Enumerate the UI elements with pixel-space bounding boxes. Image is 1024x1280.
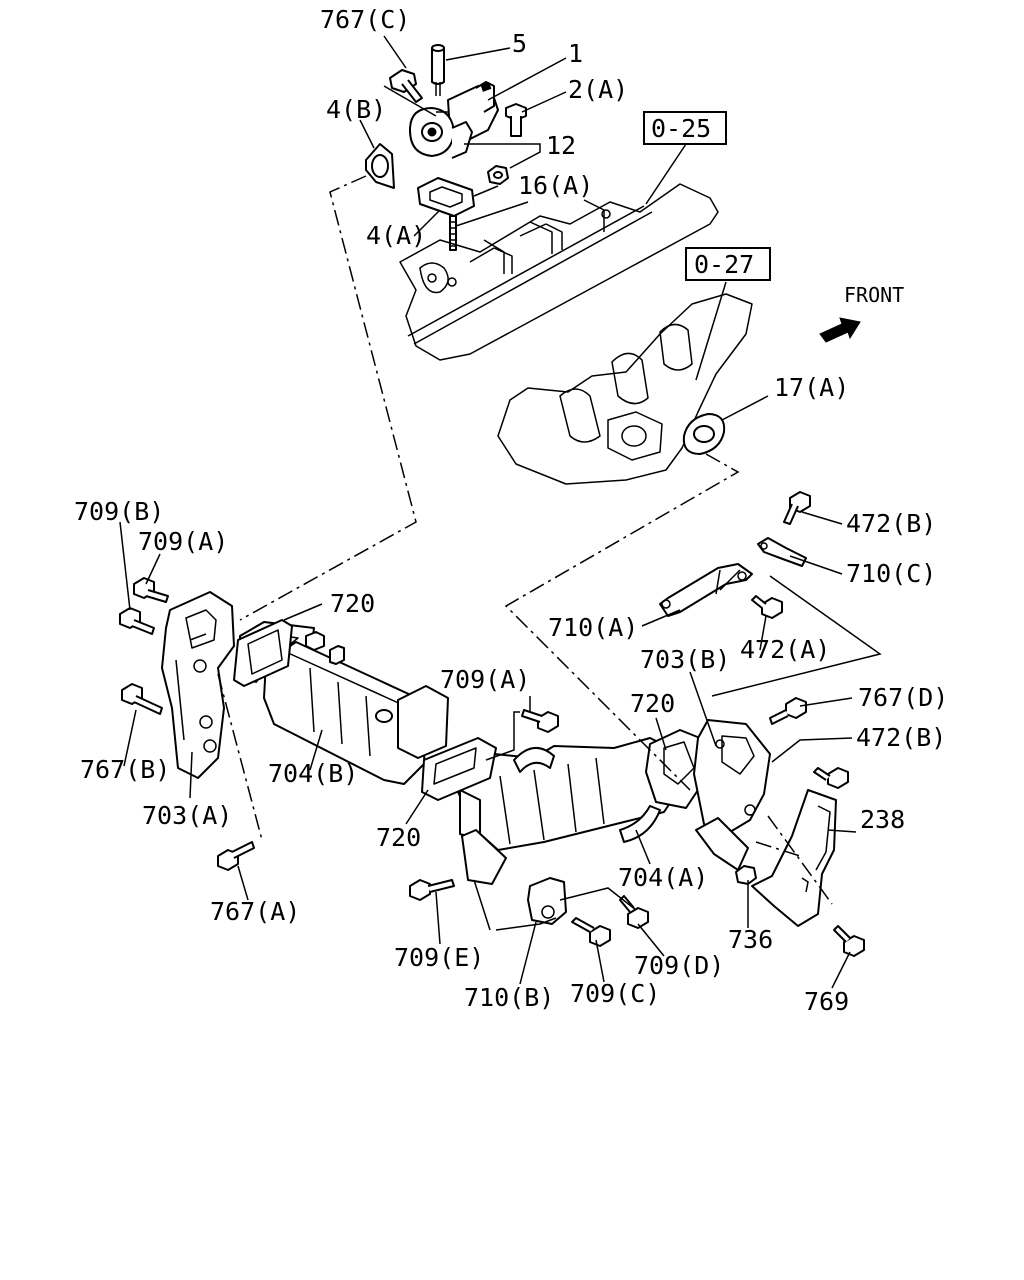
bolt-709c xyxy=(571,917,611,947)
callout-472b-top: 472(B) xyxy=(846,509,936,538)
callout-labels: FRONT 767(C) 5 1 2(A) 4(B) 12 16(A) 4(A)… xyxy=(74,5,948,1016)
bracket-703a xyxy=(161,591,235,779)
callout-767c: 767(C) xyxy=(320,5,410,34)
gasket-4a xyxy=(417,177,475,217)
stud-5 xyxy=(431,44,445,96)
callout-710c: 710(C) xyxy=(846,559,936,588)
bolt-767d xyxy=(769,697,807,725)
bolt-767b xyxy=(121,683,163,715)
callout-709d: 709(D) xyxy=(634,951,724,980)
egr-valve-body xyxy=(409,81,499,159)
callout-703a: 703(A) xyxy=(142,801,232,830)
egr-cooler-704a xyxy=(453,737,681,851)
stud-16a xyxy=(449,215,457,251)
callout-710b: 710(B) xyxy=(464,983,554,1012)
callout-767d: 767(D) xyxy=(858,683,948,712)
callout-736: 736 xyxy=(728,925,773,954)
callout-709a-left: 709(A) xyxy=(138,527,228,556)
callout-720-mid: 720 xyxy=(630,689,675,718)
callout-2a: 2(A) xyxy=(568,75,628,104)
callout-4a: 4(A) xyxy=(366,221,426,250)
bolt-709b xyxy=(119,607,155,635)
bolt-767c xyxy=(389,69,423,103)
bracket-703b xyxy=(693,719,771,871)
ref-label-0-27: 0-27 xyxy=(694,250,754,279)
callout-5: 5 xyxy=(512,29,527,58)
ref-label-0-25: 0-25 xyxy=(651,114,711,143)
nut-736 xyxy=(735,865,757,885)
bolt-767a xyxy=(217,841,255,871)
gasket-4b xyxy=(365,143,395,189)
callout-1: 1 xyxy=(568,39,583,68)
gasket-17a xyxy=(682,413,726,455)
bolt-709e xyxy=(409,879,455,901)
exhaust-manifold-outline xyxy=(497,293,753,485)
callout-704b: 704(B) xyxy=(268,759,358,788)
heat-shield-238 xyxy=(751,789,837,927)
callout-720-top: 720 xyxy=(330,589,375,618)
bracket-710b xyxy=(527,877,567,925)
front-indicator xyxy=(819,317,861,343)
bolt-2a xyxy=(505,103,527,137)
callout-472b-right: 472(B) xyxy=(856,723,946,752)
bracket-710a xyxy=(659,563,753,617)
gasket-720-mid xyxy=(645,729,707,809)
callout-709b: 709(B) xyxy=(74,497,164,526)
assembly-lines xyxy=(217,175,833,905)
gasket-720-low xyxy=(421,737,497,801)
callout-769: 769 xyxy=(804,987,849,1016)
callout-703b: 703(B) xyxy=(640,645,730,674)
bolt-472b-right xyxy=(813,767,849,789)
bolt-472b-top xyxy=(783,491,811,525)
support-plate xyxy=(461,829,507,885)
front-label: FRONT xyxy=(844,283,904,307)
callout-16a: 16(A) xyxy=(518,171,593,200)
ref-box-0-27: 0-27 xyxy=(685,247,771,281)
bolt-769 xyxy=(833,925,865,957)
bolt-709a-mid xyxy=(521,709,559,733)
bolt-709d xyxy=(619,895,649,929)
callout-709a-mid: 709(A) xyxy=(440,665,530,694)
callout-720-low: 720 xyxy=(376,823,421,852)
egr-valve-assembly xyxy=(365,44,527,251)
callout-710a: 710(A) xyxy=(548,613,638,642)
leader-lines xyxy=(119,35,882,989)
ref-box-0-25: 0-25 xyxy=(643,111,727,145)
intake-manifold-outline xyxy=(399,183,719,361)
bolt-709a-left xyxy=(133,577,169,603)
callout-709c: 709(C) xyxy=(570,979,660,1008)
callout-17a: 17(A) xyxy=(774,373,849,402)
callout-4b: 4(B) xyxy=(326,95,386,124)
callout-238: 238 xyxy=(860,805,905,834)
front-arrow-icon xyxy=(819,317,861,343)
gasket-720-top xyxy=(233,619,293,687)
callout-472a: 472(A) xyxy=(740,635,830,664)
callout-709e: 709(E) xyxy=(394,943,484,972)
bolt-472a xyxy=(751,595,783,619)
callout-704a: 704(A) xyxy=(618,863,708,892)
callout-12: 12 xyxy=(546,131,576,160)
callout-767a: 767(A) xyxy=(210,897,300,926)
bracket-710c xyxy=(757,537,807,567)
callout-767b: 767(B) xyxy=(80,755,170,784)
nut-12 xyxy=(487,165,509,185)
